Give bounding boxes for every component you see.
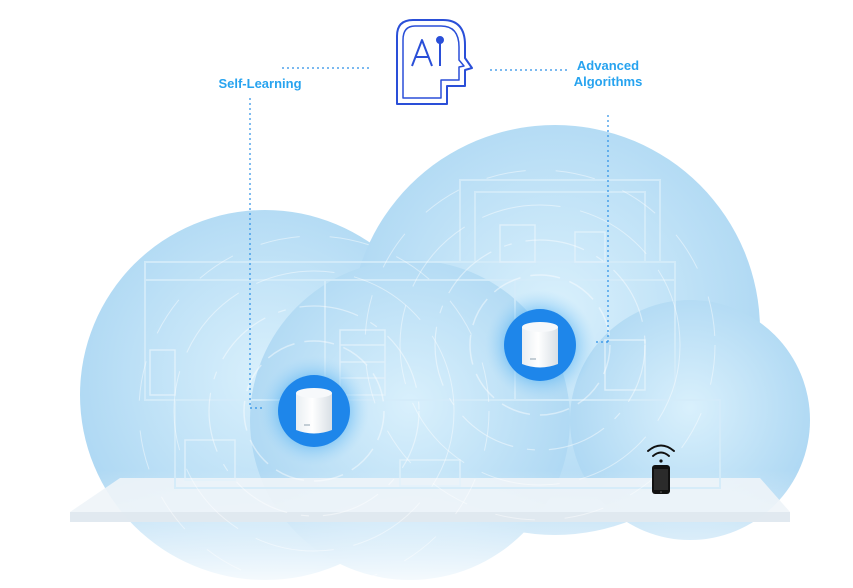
mesh-router-icon — [296, 388, 332, 434]
wifi-icon — [647, 444, 675, 463]
router-left — [259, 356, 369, 466]
algorithms-text: Algorithms — [573, 74, 643, 89]
self-learning-label: Self-Learning — [200, 76, 320, 92]
connector-lines — [249, 67, 609, 409]
house-outline — [144, 179, 721, 489]
router-right — [485, 290, 595, 400]
coverage-rings-left — [138, 235, 490, 587]
self-learning-text: Self-Learning — [218, 76, 302, 91]
advanced-text: Advanced — [576, 58, 640, 73]
smartphone-icon — [652, 465, 670, 494]
mesh-router-icon — [522, 322, 558, 368]
coverage-rings-right — [364, 169, 716, 521]
house-base — [70, 478, 790, 522]
ai-head-icon — [396, 19, 473, 105]
advanced-algorithms-label: Advanced Algorithms — [548, 58, 668, 90]
